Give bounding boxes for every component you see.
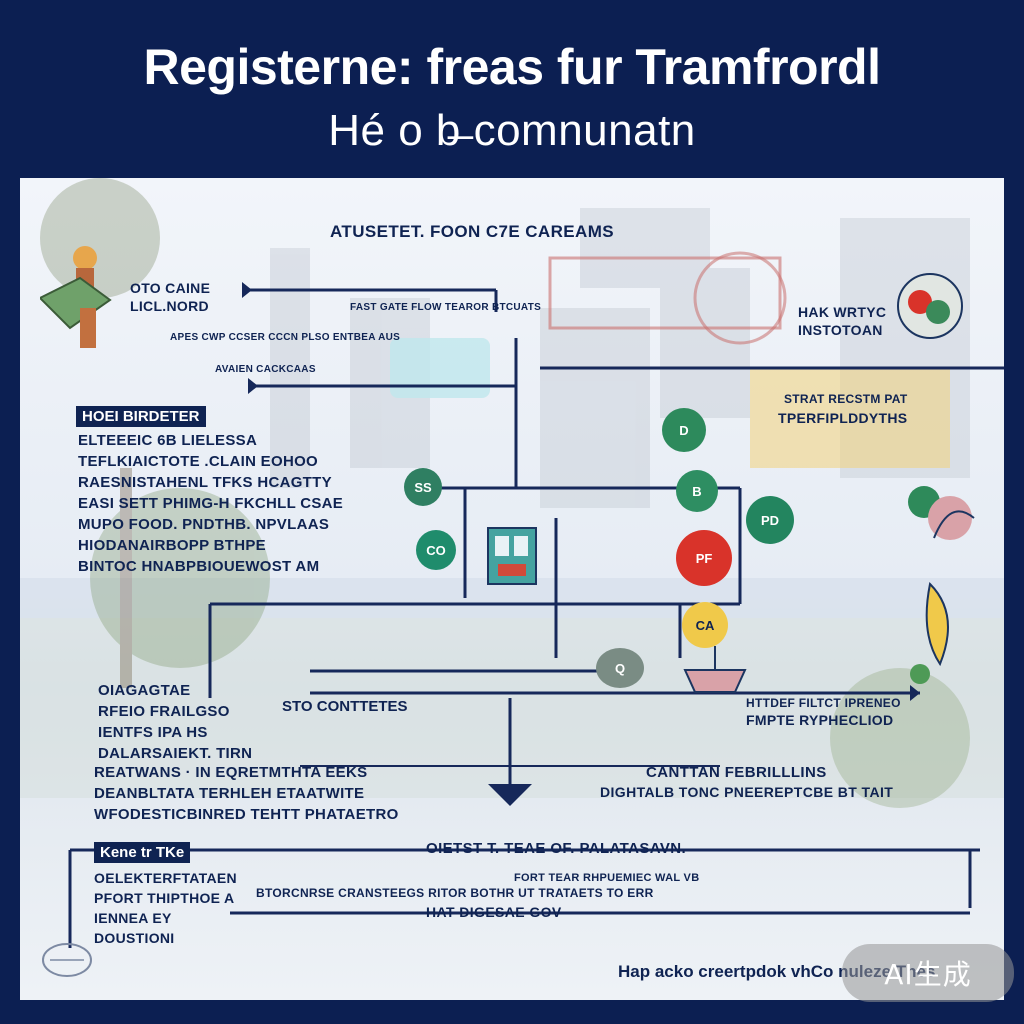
right-lower-label-1: HTTDEF FILTCT IPRENEO: [746, 696, 901, 710]
bottom-right-small: FORT TEAR RHPUEMIEC WAL VB: [514, 872, 700, 884]
header: Registerne: freas fur Tramfrordl Hé o b̶…: [0, 0, 1024, 178]
right-top-label-2: INSTOTOAN: [798, 322, 883, 338]
node-circle: PD: [746, 496, 794, 544]
node-circle: D: [662, 408, 706, 452]
text-row: ELTEEEIC 6B LIELESSA: [78, 432, 258, 449]
top-left-label-2: LICL.NORD: [130, 298, 209, 314]
text-row: TEFLKIAICTOTE .CLAIN EOHOO: [78, 453, 319, 470]
text-row: IENNEA EY: [94, 910, 172, 926]
mid-small-label: AVAIEN CACKCAAS: [215, 364, 316, 375]
diagram-connectors: [68, 282, 1004, 948]
text-row: WFODESTICBINRED TEHTT PHATAETRO: [94, 806, 399, 823]
bottom-right-line: BTORCNRSE CRANSTEEGS RITOR BOTHR UT TRAT…: [256, 886, 654, 900]
right-mid-label-2: TPERFIPLDDYTHS: [778, 410, 908, 426]
bottom-center-sub: HAT DIGESAE GOV: [426, 904, 562, 920]
sto-label: STO CONTTETES: [282, 698, 408, 715]
node-circle: Q: [596, 648, 644, 688]
top-left-sub: APES CWP CCSER CCCN PLSO ENTBEA AUS: [170, 332, 401, 343]
banana-icon: [910, 581, 949, 684]
text-row: REATWANS · IN EQRETMTHTA EEKS: [94, 764, 368, 781]
bottom-left-text-block: OELEKTERFTATAEN PFORT THIPTHOE A IENNEA …: [94, 868, 237, 948]
plant-icon: [908, 486, 975, 540]
right-mid-label-1: STRAT RECSTM PAT: [784, 392, 908, 406]
device-icon: [487, 527, 537, 585]
node-circle: CO: [416, 530, 456, 570]
text-row: RFEIO FRAILGSO: [98, 703, 230, 720]
ai-generated-badge: AI生成: [842, 944, 1014, 1002]
top-line-label: FAST GATE FLOW TEAROR BTCUATS: [350, 302, 542, 313]
node-circle: B: [676, 470, 718, 512]
right-top-label-1: HAK WRTYC: [798, 304, 887, 320]
node-circle: PF: [676, 530, 732, 586]
text-row: OIAGAGTAE: [98, 682, 191, 699]
text-row: BINTOC HNABPBIOUEWOST AM: [78, 558, 320, 575]
text-row: DEANBLTATA TERHLEH ETAATWITE: [94, 785, 365, 802]
text-row: IENTFS IPA HS: [98, 724, 208, 741]
left-text-block: ELTEEEIC 6B LIELESSA TEFLKIAICTOTE .CLAI…: [78, 430, 343, 577]
text-row: EASI SETT PHIMG-H FKCHLL CSAE: [78, 495, 344, 512]
node-circle: CA: [682, 602, 728, 648]
fruit-icon: [897, 273, 963, 339]
bottom-center-label: OIETST T. TEAE OF. PALATASAVN.: [426, 840, 687, 857]
text-row: DALARSAIEKT. TIRN: [98, 745, 253, 762]
text-row: HIODANAIRBOPP BTHPE: [78, 537, 266, 554]
right-bottom-label-2: DIGHTALB TONC PNEEREPTCBE BT TAIT: [600, 784, 894, 800]
text-row: OELEKTERFTATAEN: [94, 870, 237, 886]
right-lower-label-2: FMPTE RYPHECLIOD: [746, 712, 894, 728]
section-tag: HOEI BIRDETER: [76, 406, 206, 427]
node-circle: SS: [404, 468, 442, 506]
bottom-section-tag: Kene tr TKe: [94, 842, 191, 863]
text-row: DOUSTIONI: [94, 930, 175, 946]
text-row: MUPO FOOD. PNDTHB. NPVLAAS: [78, 516, 330, 533]
page-title: Registerne: freas fur Tramfrordl: [143, 39, 881, 95]
emblem-icon: [42, 943, 92, 977]
boat-icon: [683, 646, 747, 693]
diagram-panel: ATUSETET. FOON C7E CAREAMS OTO CAINE LIC…: [20, 178, 1004, 1000]
ice-cream-icon: [40, 246, 112, 348]
text-row: RAESNISTAHENL TFKS HCAGTTY: [78, 474, 332, 491]
text-row: PFORT THIPTHOE A: [94, 890, 235, 906]
top-left-label-1: OTO CAINE: [130, 280, 211, 296]
background-illustration: [20, 178, 1004, 1000]
left-text-block: REATWANS · IN EQRETMTHTA EEKS DEANBLTATA…: [94, 762, 399, 825]
page-subtitle: Hé o b̶ comnunatn: [328, 106, 696, 155]
right-bottom-label-1: CANTTAN FEBRILLLINS: [646, 764, 827, 781]
left-text-block: OIAGAGTAE RFEIO FRAILGSO IENTFS IPA HS D…: [98, 680, 252, 764]
diagram-heading: ATUSETET. FOON C7E CAREAMS: [330, 222, 614, 241]
